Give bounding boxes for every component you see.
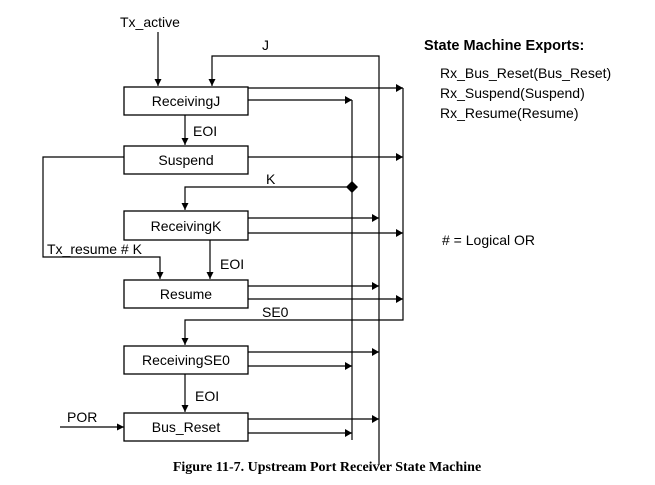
arrowhead — [345, 96, 352, 104]
se0-loop-arrow — [181, 88, 404, 345]
state-receiving-k: ReceivingK — [123, 210, 249, 241]
state-bus-reset: Bus_Reset — [123, 412, 249, 442]
signal-por: POR — [67, 409, 97, 425]
exports-title: State Machine Exports: — [424, 38, 584, 54]
state-resume: Resume — [123, 279, 249, 309]
state-receiving-se0: ReceivingSE0 — [123, 345, 249, 375]
arrowhead — [372, 282, 379, 290]
signal-eoi-2: EOI — [220, 256, 244, 272]
figure-caption: Figure 11-7. Upstream Port Receiver Stat… — [173, 460, 481, 475]
signal-eoi-1: EOI — [193, 123, 217, 139]
arrowhead — [396, 153, 403, 161]
signal-se0: SE0 — [262, 304, 289, 320]
export-item: Rx_Resume(Resume) — [440, 105, 578, 121]
arrowhead — [372, 415, 379, 423]
arrowhead — [345, 429, 352, 437]
state-label: Resume — [160, 286, 212, 302]
arrowhead — [396, 295, 403, 303]
arrowhead — [396, 84, 403, 92]
state-label: Suspend — [158, 152, 213, 168]
signal-eoi-3: EOI — [195, 388, 219, 404]
legend-logical-or: # = Logical OR — [442, 232, 535, 248]
state-label: ReceivingSE0 — [142, 352, 230, 368]
k-junction — [346, 181, 358, 193]
connector-lines — [42, 32, 404, 465]
k-loop-arrow — [181, 186, 352, 210]
state-receiving-j: ReceivingJ — [123, 86, 249, 116]
j-loop-arrow — [208, 55, 380, 465]
state-suspend: Suspend — [123, 145, 249, 175]
signal-j: J — [262, 37, 269, 53]
export-item: Rx_Bus_Reset(Bus_Reset) — [440, 65, 611, 81]
state-label: Bus_Reset — [152, 419, 221, 435]
signal-k: K — [266, 171, 276, 187]
signal-tx-active: Tx_active — [120, 14, 180, 30]
tx-resume-loop-arrow — [42, 156, 164, 279]
arrowhead — [345, 362, 352, 370]
export-item: Rx_Suspend(Suspend) — [440, 85, 585, 101]
state-label: ReceivingJ — [152, 93, 220, 109]
arrowhead — [372, 214, 379, 222]
state-label: ReceivingK — [151, 218, 222, 234]
signal-tx-resume-or-k: Tx_resume # K — [47, 241, 143, 257]
arrowhead — [396, 229, 403, 237]
exports-panel: State Machine Exports: Rx_Bus_Reset(Bus_… — [424, 38, 611, 121]
arrowhead — [372, 348, 379, 356]
